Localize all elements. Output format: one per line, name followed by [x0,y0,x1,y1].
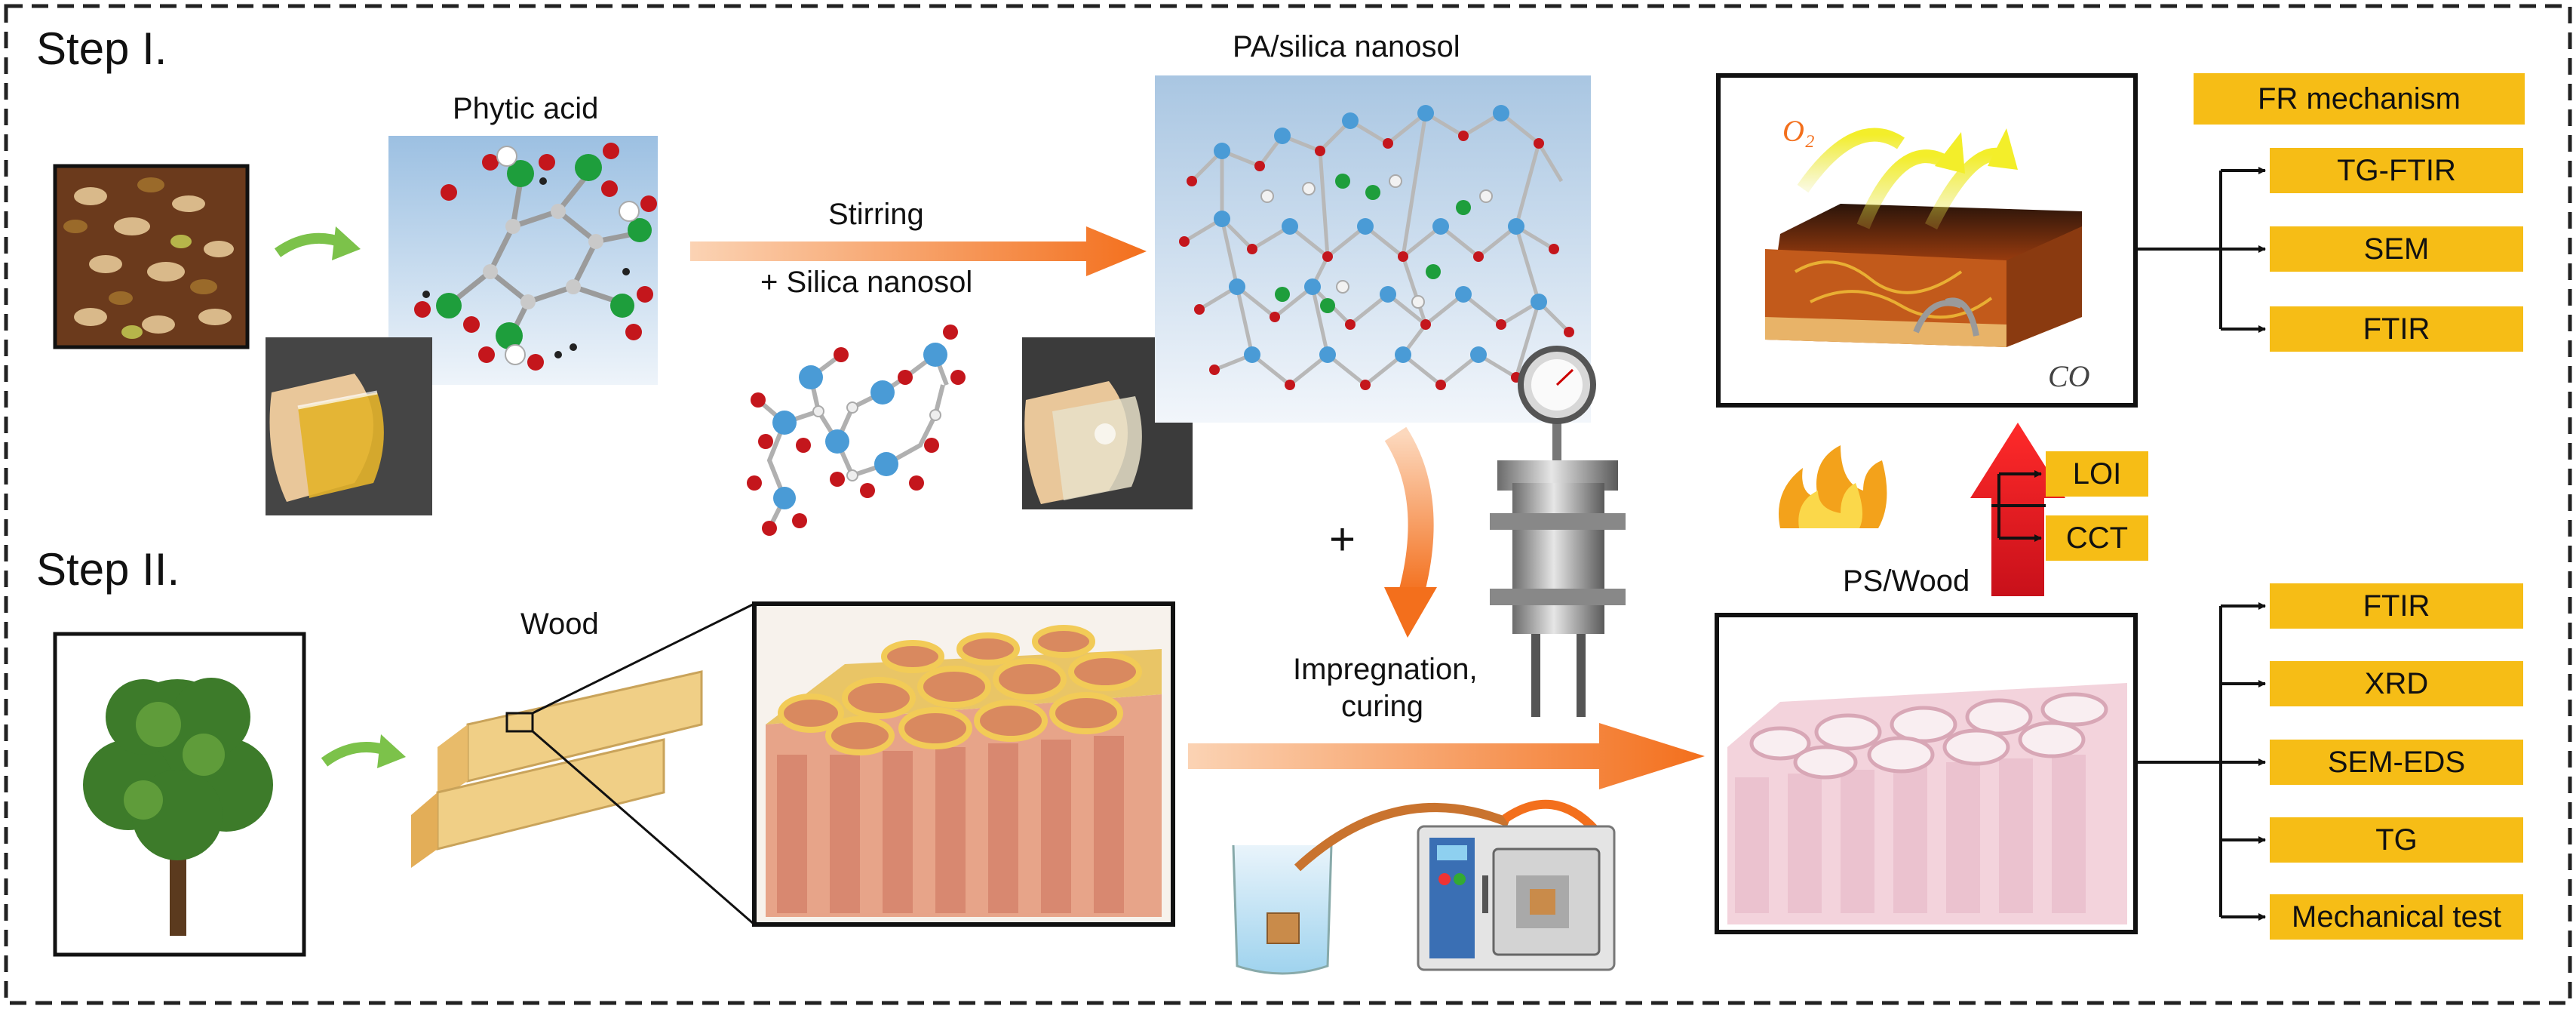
step-2-label: Step II. [36,544,180,595]
pa-silica-nanosol-label: PA/silica nanosol [1233,30,1460,63]
pa-silica-network [1155,75,1591,423]
dashed-border [4,4,2572,1005]
wood-planks [411,670,703,868]
o2-label: O₂ [1782,114,1815,148]
impregnation-label: Impregnation, [1293,653,1478,686]
fire-icon [1779,445,1887,528]
red-up-arrow [1970,423,2065,596]
char-item-xrd: XRD [2270,661,2523,706]
fr-item-ftir: FTIR [2270,306,2523,352]
curing-label: curing [1341,690,1423,723]
transfer-arrow-right [1502,799,1599,834]
transfer-arrow-left [1294,803,1511,872]
zoom-line-bottom [532,730,755,926]
nuts-image [53,164,250,349]
phytic-acid-label: Phytic acid [453,92,599,125]
beaker-with-wood [1232,844,1333,975]
step-1-label: Step I. [36,23,167,74]
plus-silica-label: + Silica nanosol [760,266,973,299]
characterization-connectors [2135,602,2266,921]
wood-cells-image [752,601,1175,927]
impregnation-arrow [1188,723,1705,789]
char-item-sem-eds: SEM-EDS [2270,740,2523,785]
ps-wood-image [1715,613,2138,934]
fire-test-loi: LOI [2046,451,2148,497]
fr-connectors [2135,167,2266,333]
fr-item-sem: SEM [2270,226,2523,272]
pressure-reactor [1490,346,1626,717]
fr-item-tg-ftir: TG-FTIR [2270,148,2523,193]
curing-oven [1417,825,1616,971]
phytic-acid-molecule [388,136,658,385]
ps-wood-label: PS/Wood [1843,564,1970,598]
tree-image [53,632,306,957]
silica-nanosol-molecule [747,325,966,536]
phytic-acid-beaker-photo [266,337,432,515]
co-label: CO [2048,359,2090,393]
stirring-arrow [690,226,1147,276]
fire-test-cct: CCT [2046,515,2148,561]
char-item-ftir: FTIR [2270,583,2523,629]
fr-mechanism-image [1716,73,2138,408]
curved-down-arrow [1384,426,1434,600]
zoom-line-top [532,602,755,715]
wood-label: Wood [520,608,599,641]
char-item-mechanical-test: Mechanical test [2270,894,2523,940]
fr-mechanism-box: FR mechanism [2194,73,2525,125]
char-item-tg: TG [2270,817,2523,863]
plus-sign: + [1329,514,1356,564]
stirring-label: Stirring [828,198,924,231]
